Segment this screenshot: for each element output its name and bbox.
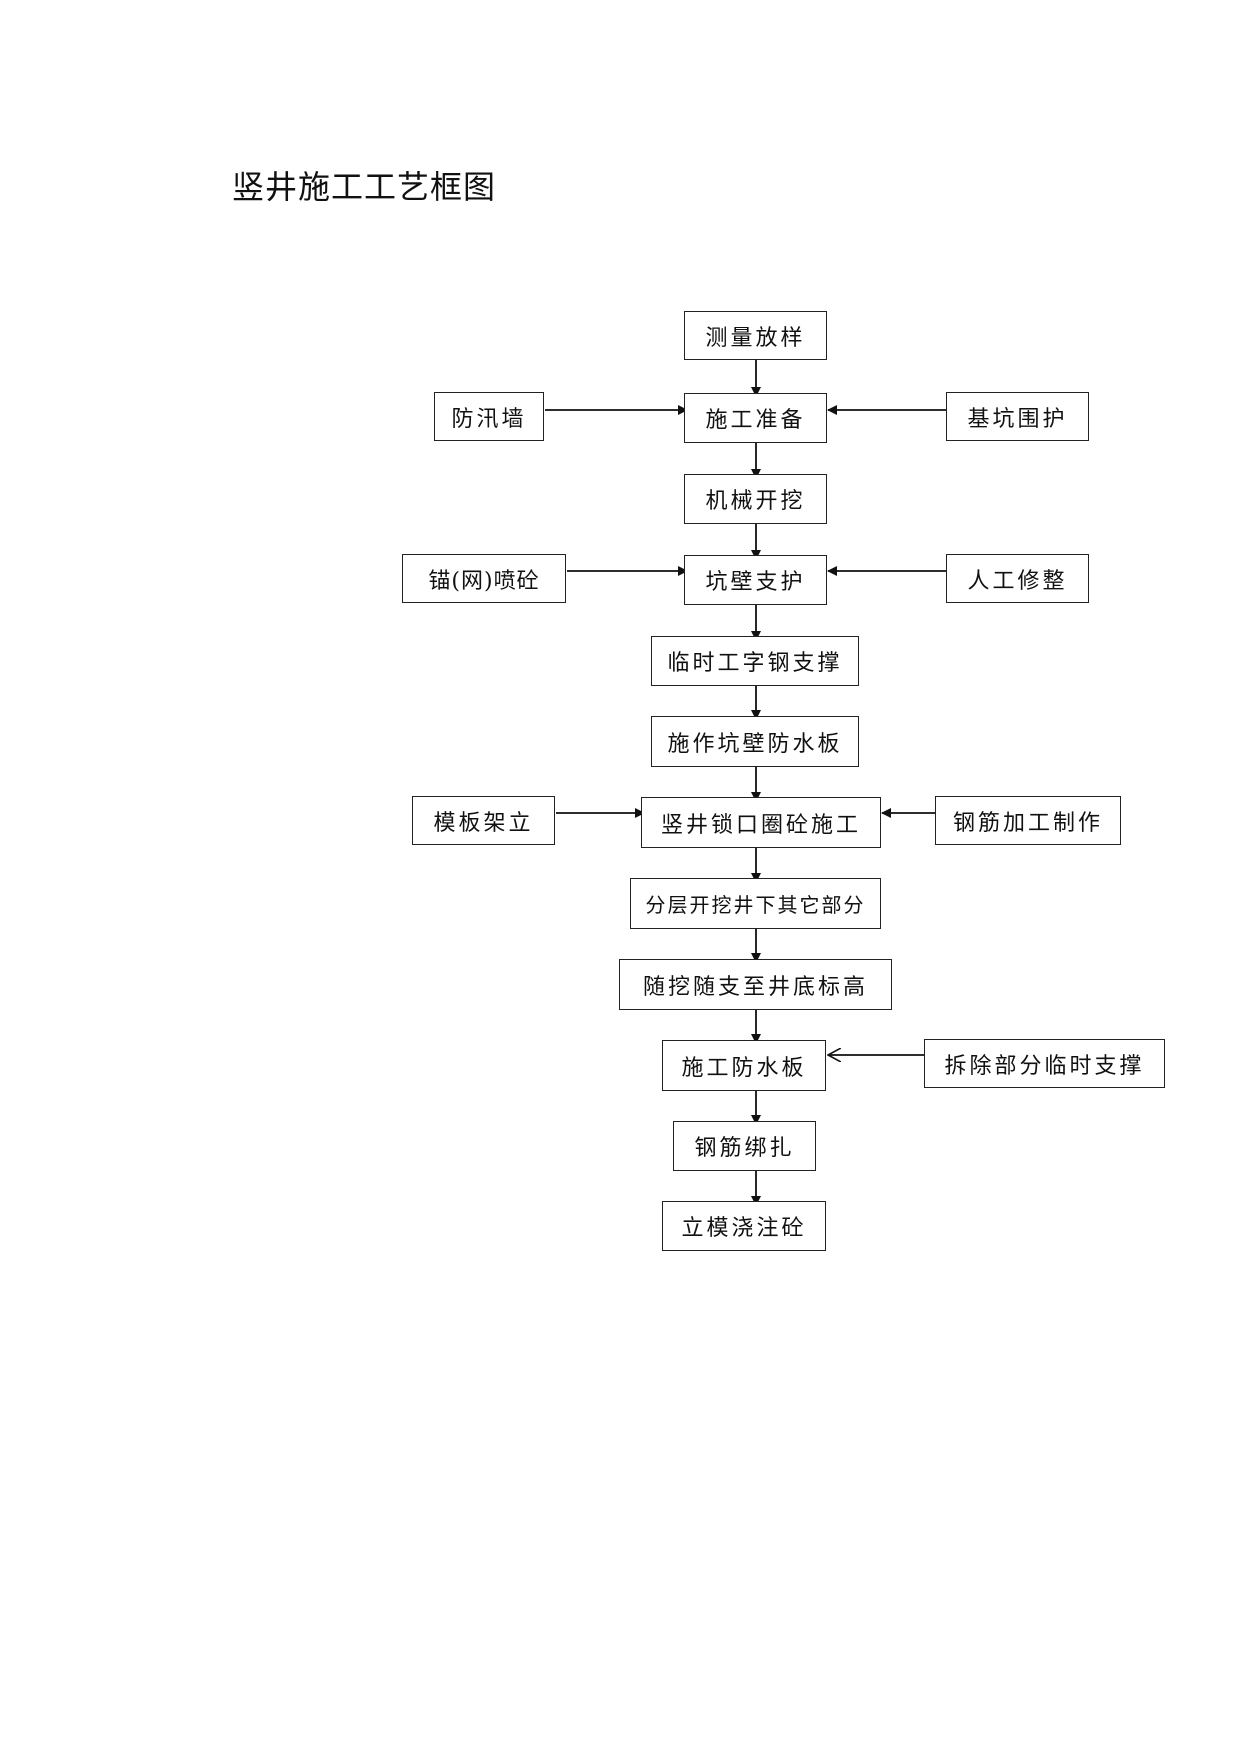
input-xiuzheng-box: 人工修整 bbox=[946, 554, 1089, 603]
input-maopen-label: 锚(网)喷砼 bbox=[428, 568, 540, 594]
step-bangza-label: 钢筋绑扎 bbox=[694, 1136, 795, 1161]
step-jiaozhu-box: 立模浇注砼 bbox=[662, 1201, 826, 1251]
input-gangjinjiagong-label: 钢筋加工制作 bbox=[952, 810, 1103, 836]
step-celiang-label: 测量放样 bbox=[705, 325, 806, 351]
step-jiaozhu-label: 立模浇注砼 bbox=[681, 1216, 807, 1241]
step-fangshuiban1-label: 施作坑壁防水板 bbox=[667, 731, 843, 757]
input-xiuzheng-label: 人工修整 bbox=[967, 568, 1068, 594]
input-jikeng-box: 基坑围护 bbox=[946, 392, 1089, 441]
step-linshi-label: 临时工字钢支撑 bbox=[667, 651, 843, 676]
step-bangza-box: 钢筋绑扎 bbox=[673, 1121, 816, 1171]
input-chaichu-box: 拆除部分临时支撑 bbox=[924, 1039, 1165, 1088]
step-suokou-label: 竖井锁口圈砼施工 bbox=[660, 812, 861, 838]
step-suokou-box: 竖井锁口圈砼施工 bbox=[641, 797, 881, 848]
input-fangxunqiang-box: 防汛墙 bbox=[434, 392, 544, 441]
input-mubanjiali-box: 模板架立 bbox=[412, 796, 555, 845]
step-kengbi-box: 坑壁支护 bbox=[684, 555, 827, 605]
step-kaiwa-box: 机械开挖 bbox=[684, 474, 827, 524]
step-celiang-box: 测量放样 bbox=[684, 311, 827, 360]
step-linshi-box: 临时工字钢支撑 bbox=[651, 636, 859, 686]
step-zhunbei-label: 施工准备 bbox=[705, 408, 806, 433]
step-fangshuiban1-box: 施作坑壁防水板 bbox=[651, 716, 859, 767]
step-zhunbei-box: 施工准备 bbox=[684, 393, 827, 443]
input-fangxunqiang-label: 防汛墙 bbox=[451, 406, 527, 432]
step-kengbi-label: 坑壁支护 bbox=[705, 570, 806, 595]
input-chaichu-label: 拆除部分临时支撑 bbox=[944, 1053, 1145, 1079]
page-title: 竖井施工工艺框图 bbox=[232, 168, 497, 206]
step-kaiwa-label: 机械开挖 bbox=[705, 489, 806, 514]
step-suiwa-box: 随挖随支至井底标高 bbox=[619, 959, 892, 1010]
input-maopen-box: 锚(网)喷砼 bbox=[402, 554, 566, 603]
input-gangjinjiagong-box: 钢筋加工制作 bbox=[935, 796, 1121, 845]
input-jikeng-label: 基坑围护 bbox=[967, 406, 1068, 432]
step-suiwa-label: 随挖随支至井底标高 bbox=[642, 974, 868, 1000]
step-fenceng-box: 分层开挖井下其它部分 bbox=[630, 878, 881, 929]
step-fenceng-label: 分层开挖井下其它部分 bbox=[645, 893, 866, 917]
step-fangshuiban2-box: 施工防水板 bbox=[662, 1040, 826, 1091]
step-fangshuiban2-label: 施工防水板 bbox=[681, 1055, 807, 1081]
input-mubanjiali-label: 模板架立 bbox=[433, 810, 534, 836]
